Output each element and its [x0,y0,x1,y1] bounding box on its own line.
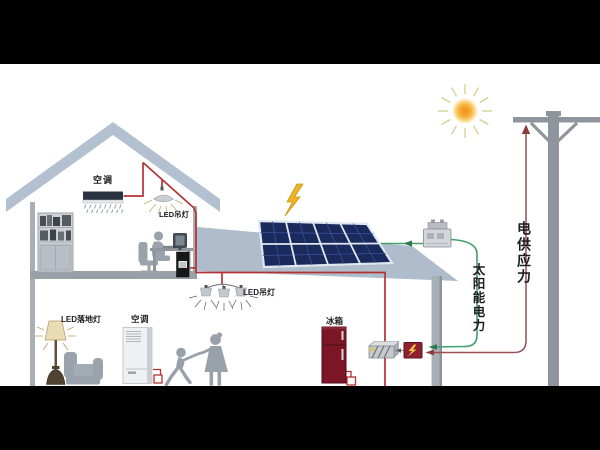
chandelier-lamps [200,285,247,298]
ac-outlet [153,374,163,384]
roof-support-post [431,276,442,386]
floor-lamp [35,320,76,385]
pendant-shade [152,194,175,203]
grid-arrowhead-up [521,124,531,134]
letterbox-top-bar [0,0,600,64]
pendant-light-rays [143,199,184,215]
battery-hatch-stripes [371,345,391,359]
cabinet-ac-unit [122,327,153,384]
right-wall [193,206,197,272]
label-ac-upstairs: 空调 [93,175,114,185]
panel-frame-lines [261,221,380,267]
pendant-lamp [143,186,184,215]
label-ac-downstairs: 空调 [131,313,150,324]
ac-airflow-marks [84,204,124,214]
green-arrowhead-to-panels [403,240,412,247]
floor-slab [30,271,197,279]
person-head [153,231,164,241]
child-head [176,347,186,358]
chandelier-light-rays [188,295,259,311]
roof-support-post-shade [439,276,442,386]
floor-lamp-pole [54,340,57,369]
utility-pole [513,111,600,386]
battery-box [368,341,400,359]
wire-main-run [142,161,386,386]
house-wire-red [123,161,386,386]
keyboard [163,245,176,249]
lightning-bolt-icon [284,183,304,217]
switch-bolt-icon [408,344,417,357]
pole-crossbar [513,117,600,123]
person-legs [155,255,170,261]
link-arrowhead [396,348,401,353]
label-fridge: 冰箱 [326,316,344,326]
desk-top [150,248,193,251]
floor-lamp-shade [44,320,67,341]
armchair [64,352,103,385]
pole-mast [548,112,559,386]
wall-ac-unit [82,191,124,214]
wire-ac-branch [123,162,144,197]
letterbox-bottom-bar [0,386,600,450]
chair-back [138,242,148,263]
fridge-handle-bottom [341,349,344,360]
left-wall [30,202,35,386]
ceiling-chandelier [188,283,259,311]
floor-lamp-base [46,368,66,385]
house-structure [6,122,220,386]
floor-lamp-rays [35,326,76,351]
label-led-pendant-downstairs: LED吊灯 [243,288,275,297]
green-arrowhead-to-switch [428,344,437,350]
solar-panel-array [257,219,394,269]
wire-ac1-cord [153,368,162,375]
power-switch-box [403,342,423,359]
woman-and-child [164,332,228,387]
roof-left-slope [6,122,113,212]
sun-disc [451,97,479,125]
solar-wire-green [381,238,478,348]
sun-icon [438,84,492,138]
pole-braces [529,121,579,143]
sun-rays [438,84,492,138]
label-led-pendant-upstairs: LED吊灯 [159,210,189,219]
fridge-handle-top [341,331,344,340]
label-grid-supply: 电供应力 [516,221,532,285]
desk-workstation [138,231,193,278]
label-solar-power: 太阳能电力 [470,263,485,333]
refrigerator [321,326,347,384]
roof-right-slope [113,122,220,212]
grid-arrowhead-to-switch [425,349,434,356]
child-body [176,357,185,370]
inverter-box [423,219,452,248]
fridge-outlet [346,376,357,386]
woman-dress [204,346,228,372]
ac-vent-louvers [126,331,141,342]
wire-fridge-cord [346,370,352,377]
grid-wire-red [425,124,531,356]
wire-inverter-to-switch [430,238,478,348]
label-led-floor-lamp: LED落地灯 [61,314,101,324]
bookshelf [37,212,74,273]
